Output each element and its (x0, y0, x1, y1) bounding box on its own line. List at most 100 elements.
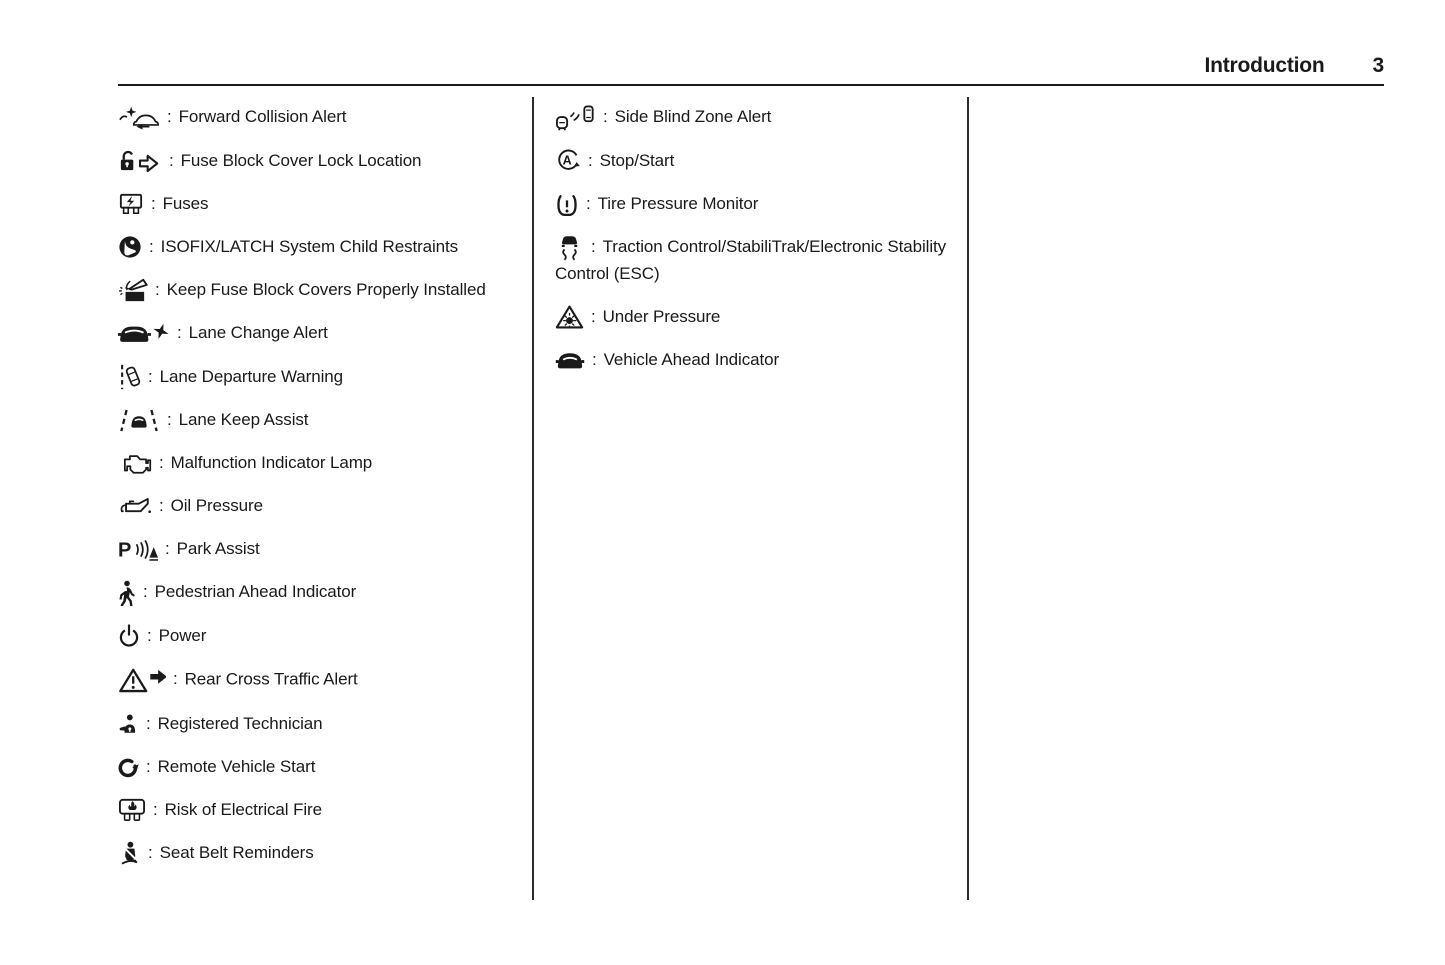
legend-item: :Fuse Block Cover Lock Location (118, 148, 510, 174)
legend-item-label: Park Assist (176, 539, 260, 559)
forward-collision-alert-icon (118, 105, 160, 131)
colon-separator: : (143, 582, 148, 602)
lane-change-alert-icon (118, 321, 170, 347)
legend-item: : Side Blind Zone Alert (555, 104, 947, 131)
pedestrian-ahead-indicator-icon (118, 580, 136, 607)
colon-separator: : (148, 366, 153, 386)
legend-item-label: Power (158, 625, 207, 645)
fuse-block-cover-lock-icon (118, 149, 162, 174)
legend-item: : Lane Departure Warning (118, 364, 510, 391)
under-pressure-icon (555, 304, 584, 330)
legend-item: : Oil Pressure (118, 493, 510, 519)
legend-item: : Lane Keep Assist (118, 407, 510, 433)
legend-item: : Lane Change Alert (118, 320, 510, 347)
legend-item-label: Forward Collision Alert (178, 107, 347, 126)
column-divider-right (967, 97, 969, 900)
remote-vehicle-start-icon (118, 756, 139, 779)
legend-item: : Rear Cross Traffic Alert (118, 666, 510, 694)
seat-belt-reminders-icon (118, 841, 141, 866)
page-title: Introduction (1204, 54, 1325, 77)
power-icon (118, 624, 140, 648)
colon-separator: : (588, 150, 593, 170)
legend-item-label: Rear Cross Traffic Alert (184, 669, 358, 689)
park-assist-icon: P (118, 538, 158, 562)
svg-text:A: A (563, 153, 572, 167)
legend-item-label: ISOFIX/LATCH System Child Restraints (160, 236, 459, 256)
colon-separator: : (591, 306, 596, 326)
side-blind-zone-alert-icon (555, 104, 596, 131)
tire-pressure-monitor-icon (555, 193, 579, 217)
legend-item-label: Vehicle Ahead Indicator (603, 350, 780, 370)
colon-separator: : (586, 194, 591, 214)
risk-of-electrical-fire-icon (118, 797, 146, 823)
stop-start-icon: A (555, 148, 581, 174)
legend-item: : Remote Vehicle Start (118, 754, 510, 780)
colon-separator: : (169, 150, 174, 170)
legend-item-label: Remote Vehicle Start (157, 756, 316, 776)
oil-pressure-icon (118, 496, 152, 517)
colon-separator: : (603, 107, 608, 126)
page-header: Introduction 3 (1204, 54, 1384, 78)
header-rule (118, 84, 1384, 87)
legend-item-label: Pedestrian Ahead Indicator (154, 582, 357, 602)
vehicle-ahead-indicator-icon (555, 350, 585, 372)
legend-item: : ISOFIX/LATCH System Child Restraints (118, 234, 510, 260)
colon-separator: : (146, 713, 151, 733)
legend-item: :Risk of Electrical Fire (118, 797, 510, 824)
isofix-latch-child-restraints-icon (118, 235, 142, 259)
legend-column-1: : Forward Collision Alert :Fuse Block Cove… (118, 104, 510, 883)
colon-separator: : (167, 107, 172, 126)
legend-item: A: Stop/Start (555, 148, 947, 175)
colon-separator: : (177, 323, 182, 343)
legend-item-label: Stop/Start (599, 150, 675, 170)
legend-item: : Forward Collision Alert (118, 104, 510, 131)
colon-separator: : (159, 453, 164, 473)
legend-item-label: Traction Control/StabiliTrak/Electronic … (555, 237, 947, 283)
colon-separator: : (148, 843, 153, 863)
legend-item: : Fuses (118, 191, 510, 217)
legend-item: :Seat Belt Reminders (118, 840, 510, 866)
lane-departure-warning-icon (118, 364, 141, 390)
legend-item: : Vehicle Ahead Indicator (555, 347, 947, 373)
legend-item: : Under Pressure (555, 304, 947, 331)
colon-separator: : (173, 669, 178, 689)
legend-item: : Tire Pressure Monitor (555, 191, 947, 217)
column-divider-left (532, 97, 534, 900)
colon-separator: : (167, 410, 172, 430)
legend-item-label: Side Blind Zone Alert (614, 107, 772, 126)
colon-separator: : (149, 236, 154, 256)
legend-item-label: Keep Fuse Block Covers Properly Installe… (166, 279, 486, 299)
rear-cross-traffic-alert-icon (118, 666, 167, 694)
fuses-icon (118, 192, 144, 216)
legend-item-label: Tire Pressure Monitor (597, 194, 759, 214)
legend-item-label: Registered Technician (157, 713, 323, 733)
colon-separator: : (146, 756, 151, 776)
legend-item-label: Malfunction Indicator Lamp (170, 453, 373, 473)
legend-item-label: Risk of Electrical Fire (164, 799, 322, 819)
colon-separator: : (147, 625, 152, 645)
legend-item-label: Lane Departure Warning (159, 366, 343, 386)
page-number: 3 (1372, 54, 1385, 77)
colon-separator: : (592, 350, 597, 370)
legend-item-label: Oil Pressure (170, 496, 263, 516)
legend-item: : Power (118, 623, 510, 649)
svg-text:P: P (118, 540, 131, 561)
lane-keep-assist-icon (118, 408, 160, 433)
colon-separator: : (151, 193, 156, 213)
colon-separator: : (155, 279, 160, 299)
traction-control-esc-icon (555, 235, 584, 261)
registered-technician-icon (118, 713, 139, 735)
legend-item: : Keep Fuse Block Covers Properly Install… (118, 277, 510, 304)
legend-item: : Registered Technician (118, 711, 510, 737)
legend-item-label: Lane Keep Assist (178, 410, 309, 430)
legend-item-label: Lane Change Alert (188, 323, 328, 343)
legend-item: :Traction Control/StabiliTrak/Electronic… (555, 234, 947, 287)
legend-item-label: Under Pressure (602, 306, 721, 326)
malfunction-indicator-lamp-icon (118, 452, 152, 476)
legend-item: : Pedestrian Ahead Indicator (118, 579, 510, 607)
colon-separator: : (159, 496, 164, 516)
legend-item-label: Fuses (162, 193, 209, 213)
keep-fuse-block-covers-icon (118, 277, 148, 303)
